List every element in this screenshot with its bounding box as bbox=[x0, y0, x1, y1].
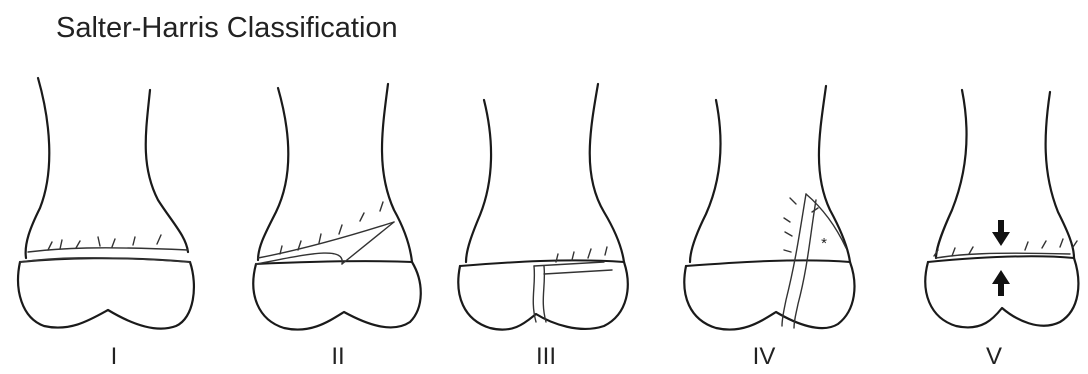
bone-type-2: II bbox=[253, 84, 420, 370]
type-label-5: V bbox=[986, 343, 1002, 370]
bone-type-4: * IV bbox=[684, 86, 854, 370]
type-label-1: I bbox=[111, 343, 118, 370]
bone-type-3: III bbox=[458, 84, 627, 370]
bone-type-5: V bbox=[925, 90, 1078, 370]
type-label-2: II bbox=[331, 343, 344, 370]
bone-type-1: I bbox=[18, 78, 194, 370]
type-label-3: III bbox=[536, 343, 556, 370]
type-label-4: IV bbox=[753, 343, 776, 370]
marker-asterisk: * bbox=[821, 235, 827, 252]
